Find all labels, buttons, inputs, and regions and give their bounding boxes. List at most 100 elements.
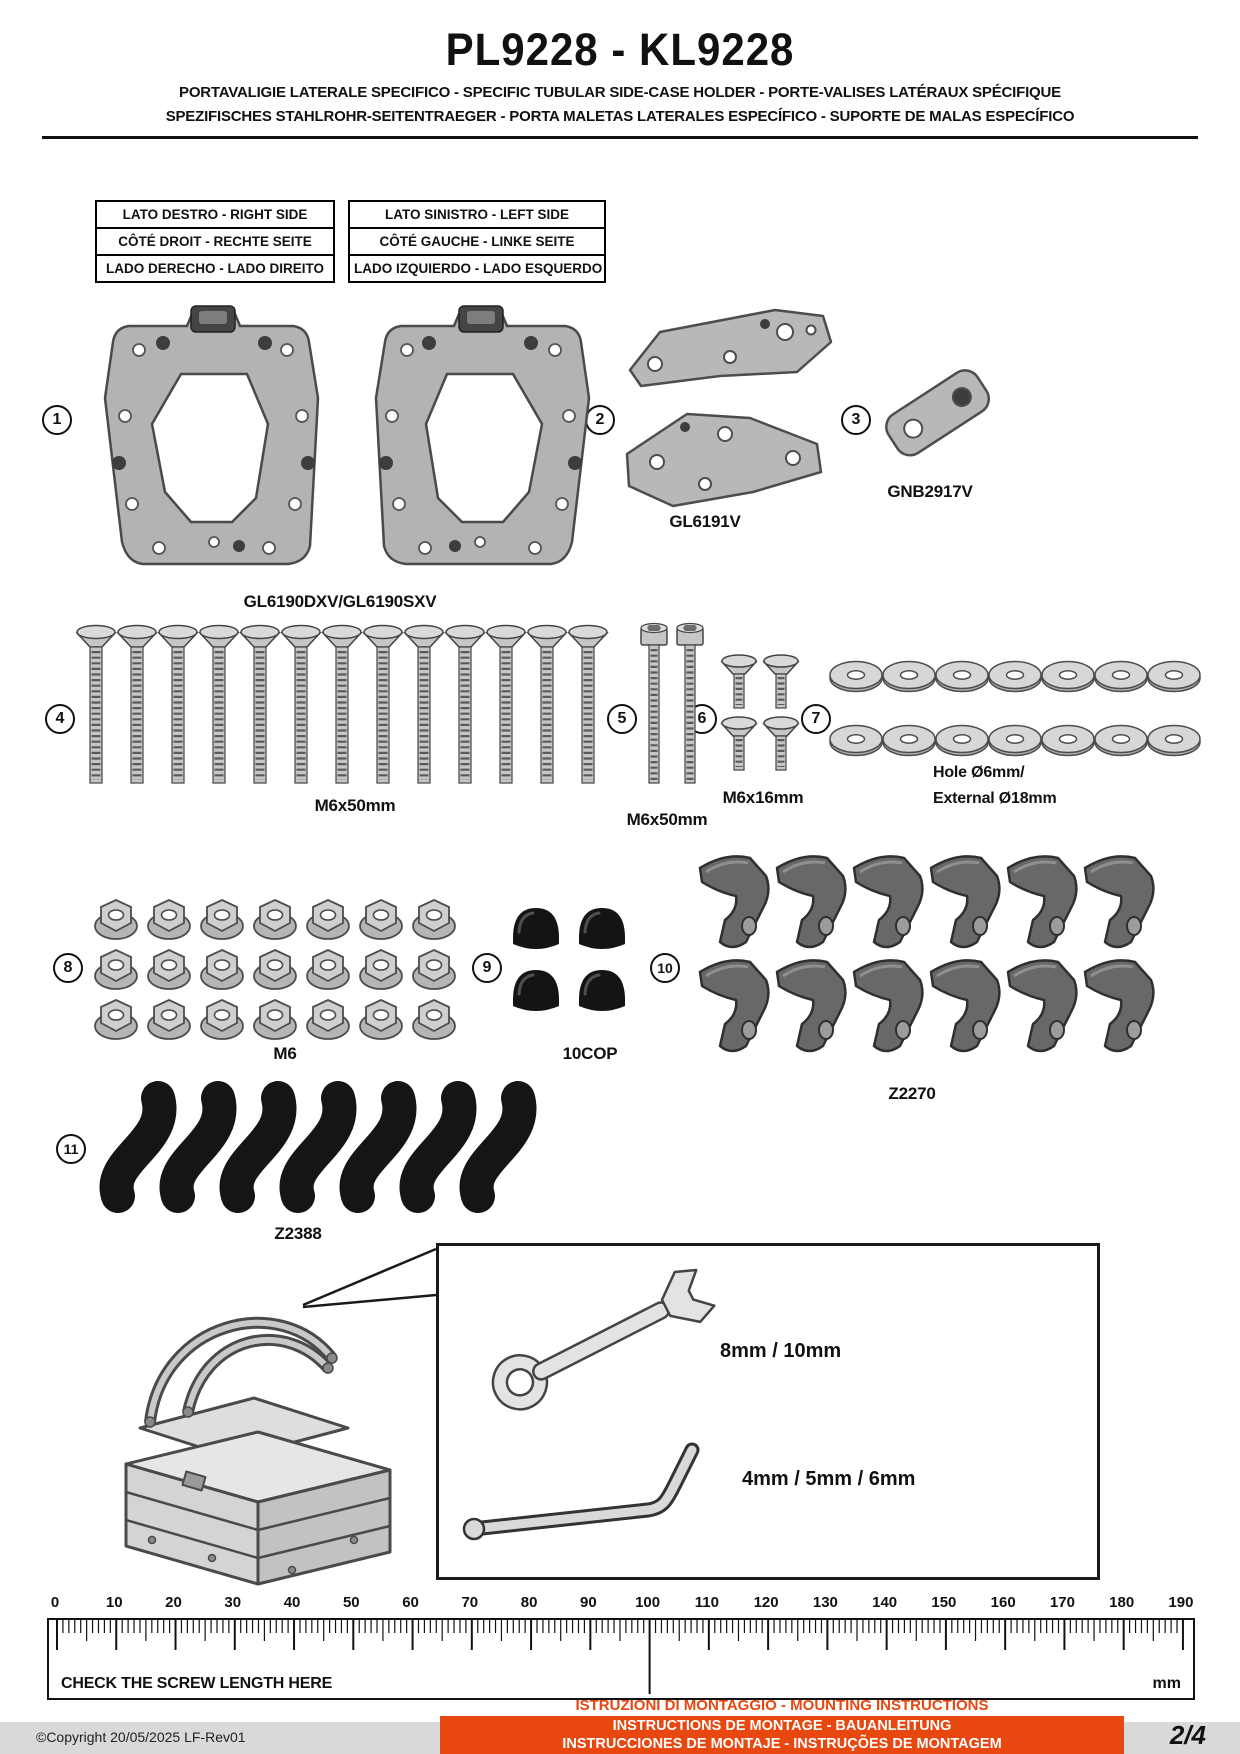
part-label-m6-nut: M6	[273, 1044, 297, 1063]
ruler-number: 10	[105, 1594, 123, 1611]
screw-m6x50-icon	[200, 626, 238, 784]
clamp-z2270-icon	[775, 958, 847, 1053]
ruler-number: 120	[753, 1594, 779, 1611]
ruler-number: 70	[461, 1594, 479, 1611]
screw-m6x50-icon	[364, 626, 402, 784]
rubber-strips-diagram	[86, 1076, 586, 1218]
part-number-11: 11	[56, 1134, 86, 1164]
part-label-m6x16: M6x16mm	[722, 788, 804, 807]
screw-m6x50-icon	[118, 626, 156, 784]
rubber-strip-z2388-icon	[116, 1098, 159, 1196]
toolbox-illustration	[124, 1317, 392, 1586]
screw-m6x16-icon	[764, 655, 798, 708]
nut-m6-icon	[147, 999, 191, 1040]
screw-m6x50-icon	[446, 626, 484, 784]
part-label-z2270: Z2270	[888, 1084, 936, 1103]
screws-m6x16-diagram	[720, 652, 810, 778]
clamp-z2270-icon	[929, 958, 1001, 1053]
rubber-strip-z2388-icon	[356, 1098, 399, 1196]
header-divider	[42, 136, 1198, 139]
footer-instructions-line-2: INSTRUCTIONS DE MONTAGE - BAUANLEITUNG	[612, 1718, 952, 1734]
nut-m6-icon	[147, 949, 191, 990]
ruler-number: 150	[931, 1594, 957, 1611]
nut-m6-icon	[253, 899, 297, 940]
ruler-unit-label: mm	[1152, 1675, 1181, 1692]
washer-icon	[829, 724, 883, 757]
nut-m6-icon	[306, 999, 350, 1040]
part-number-8: 8	[53, 953, 83, 983]
washer-icon	[1041, 660, 1095, 693]
part-number-5: 5	[607, 704, 637, 734]
nut-m6-icon	[306, 899, 350, 940]
copyright-text: ©Copyright 20/05/2025 LF-Rev01	[36, 1729, 246, 1745]
part-number-7: 7	[801, 704, 831, 734]
clamp-z2270-icon	[698, 958, 770, 1053]
rubber-cap-icon	[577, 968, 627, 1013]
page-number: 2/4	[1169, 1720, 1206, 1750]
rubber-strip-z2388-icon	[476, 1098, 519, 1196]
ruler-number: 40	[283, 1594, 301, 1611]
ruler-number: 180	[1109, 1594, 1135, 1611]
screw-m6x50-icon	[323, 626, 361, 784]
part-label-gnb2917v: GNB2917V	[887, 482, 973, 501]
side-plates-diagram	[103, 304, 591, 566]
nut-m6-icon	[253, 949, 297, 990]
part-number-1: 1	[42, 405, 72, 435]
ruler-ticks	[56, 1620, 1184, 1694]
nut-m6-icon	[359, 999, 403, 1040]
washer-icon	[1041, 724, 1095, 757]
nut-m6-icon	[412, 999, 456, 1040]
ruler-number: 20	[165, 1594, 182, 1611]
washer-icon	[882, 724, 936, 757]
rubber-strip-z2388-icon	[236, 1098, 279, 1196]
footer-instructions-line-3: INSTRUCCIONES DE MONTAJE - INSTRUÇÕES DE…	[562, 1736, 1002, 1752]
part-label-z2388: Z2388	[274, 1224, 322, 1243]
right-side-label-box: LATO DESTRO - RIGHT SIDE CÔTÉ DROIT - RE…	[95, 200, 335, 283]
nut-m6-icon	[200, 999, 244, 1040]
nuts-diagram	[94, 899, 456, 1040]
left-side-label-es-pt: LADO IZQUIERDO - LADO ESQUERDO	[354, 261, 603, 276]
screw-m6x50-icon	[77, 626, 115, 784]
nut-m6-icon	[94, 949, 138, 990]
screws-allen-diagram	[634, 622, 712, 794]
nut-m6-icon	[200, 949, 244, 990]
washer-icon	[935, 724, 989, 757]
washer-icon	[1094, 724, 1148, 757]
nut-m6-icon	[253, 999, 297, 1040]
nut-m6-icon	[306, 949, 350, 990]
nut-m6-icon	[412, 899, 456, 940]
screw-m6x50-icon	[159, 626, 197, 784]
clamp-z2270-icon	[698, 854, 770, 949]
clamp-z2270-icon	[1083, 958, 1155, 1053]
part-label-m6x50-flat: M6x50mm	[314, 796, 396, 815]
callout-pointer-lines	[302, 1247, 437, 1309]
wrench-diagram	[491, 1268, 716, 1411]
caps-diagram	[511, 906, 627, 1013]
left-side-label-it-en: LATO SINISTRO - LEFT SIDE	[350, 202, 604, 229]
washer-icon	[882, 660, 936, 693]
footer-instructions-line-1: ISTRUZIONI DI MONTAGGIO - MOUNTING INSTR…	[575, 1697, 989, 1714]
screw-m6x50-icon	[405, 626, 443, 784]
ruler-number: 170	[1049, 1594, 1075, 1611]
subtitle-line-2: SPEZIFISCHES STAHLROHR-SEITENTRAEGER - P…	[165, 108, 1075, 125]
rubber-cap-icon	[577, 906, 627, 951]
gnb-plate-diagram	[885, 369, 991, 457]
washers-diagram	[829, 660, 1201, 757]
ruler-number: 0	[50, 1594, 60, 1611]
hex-key-size-label: 4mm / 5mm / 6mm	[742, 1468, 916, 1490]
screw-m6x16-icon	[722, 717, 756, 770]
part-number-9: 9	[472, 953, 502, 983]
subtitle-line-1: PORTAVALIGIE LATERALE SPECIFICO - SPECIF…	[179, 84, 1061, 101]
ruler-number: 30	[224, 1594, 242, 1611]
rubber-strip-z2388-icon	[176, 1098, 219, 1196]
screw-m6x50-icon	[282, 626, 320, 784]
nut-m6-icon	[359, 949, 403, 990]
screw-m6x50-icon	[569, 626, 607, 784]
part-number-10: 10	[650, 953, 680, 983]
clamp-z2270-icon	[852, 958, 924, 1053]
ruler-note: CHECK THE SCREW LENGTH HERE	[61, 1675, 333, 1692]
right-side-label-es-pt: LADO DERECHO - LADO DIREITO	[105, 261, 324, 276]
left-side-label-fr-de: CÔTÉ GAUCHE - LINKE SEITE	[350, 229, 604, 256]
